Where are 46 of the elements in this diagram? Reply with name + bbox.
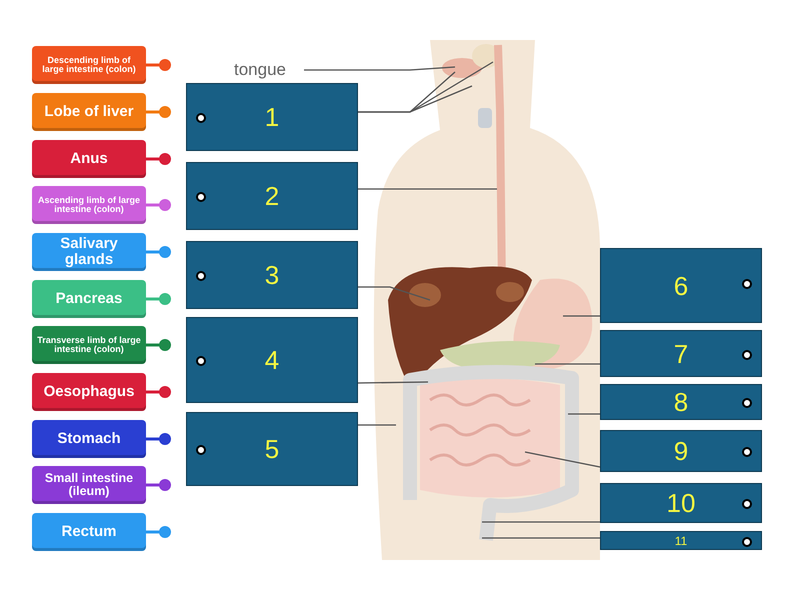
answer-tile: Lobe of liver <box>32 93 146 131</box>
drop-zone <box>186 412 358 486</box>
leader-line <box>358 61 494 113</box>
part-label: tongue <box>234 58 286 82</box>
zone-number: 5 <box>264 436 280 462</box>
zone-number: 9 <box>674 438 688 464</box>
answer-tile: Anus <box>32 140 146 178</box>
drop-zone <box>600 384 762 420</box>
answer-tile: Small intestine (ileum) <box>32 466 146 504</box>
drop-zone <box>600 531 762 550</box>
leader-line <box>524 451 600 468</box>
answer-tile: Stomach <box>32 420 146 458</box>
leader-line <box>482 537 600 539</box>
leader-line <box>358 424 396 426</box>
drop-zone <box>600 330 762 377</box>
answer-tile: Salivary glands <box>32 233 146 271</box>
zone-number: 1 <box>264 104 280 130</box>
answer-tile: Ascending limb of large intestine (colon) <box>32 186 146 224</box>
leader-line <box>358 381 428 384</box>
leader-line <box>358 286 430 301</box>
leader-line <box>568 413 600 415</box>
answer-tile: Oesophagus <box>32 373 146 411</box>
drop-zone <box>600 430 762 472</box>
drop-zone <box>186 317 358 403</box>
answer-tile: Transverse limb of large intestine (colon) <box>32 326 146 364</box>
zone-number: 4 <box>264 347 280 373</box>
zone-number: 2 <box>264 183 280 209</box>
drop-zone <box>186 162 358 230</box>
leader-line <box>304 66 456 71</box>
zone-number: 3 <box>264 262 280 288</box>
drop-zone <box>600 483 762 523</box>
drop-zone <box>186 83 358 151</box>
zone-number: 10 <box>666 490 696 516</box>
leader-line <box>358 188 497 190</box>
zone-number: 7 <box>674 340 688 366</box>
drop-zone <box>186 241 358 309</box>
leader-line <box>482 521 600 523</box>
zone-number: 11 <box>674 534 688 546</box>
answer-tile: Descending limb of large intestine (colon) <box>32 46 146 84</box>
answer-tile: Pancreas <box>32 280 146 318</box>
leader-line <box>535 363 600 365</box>
leader-line <box>563 315 600 317</box>
answer-tile: Rectum <box>32 513 146 551</box>
drop-zone <box>600 248 762 323</box>
zone-number: 6 <box>674 272 688 298</box>
zone-number: 8 <box>674 389 688 415</box>
